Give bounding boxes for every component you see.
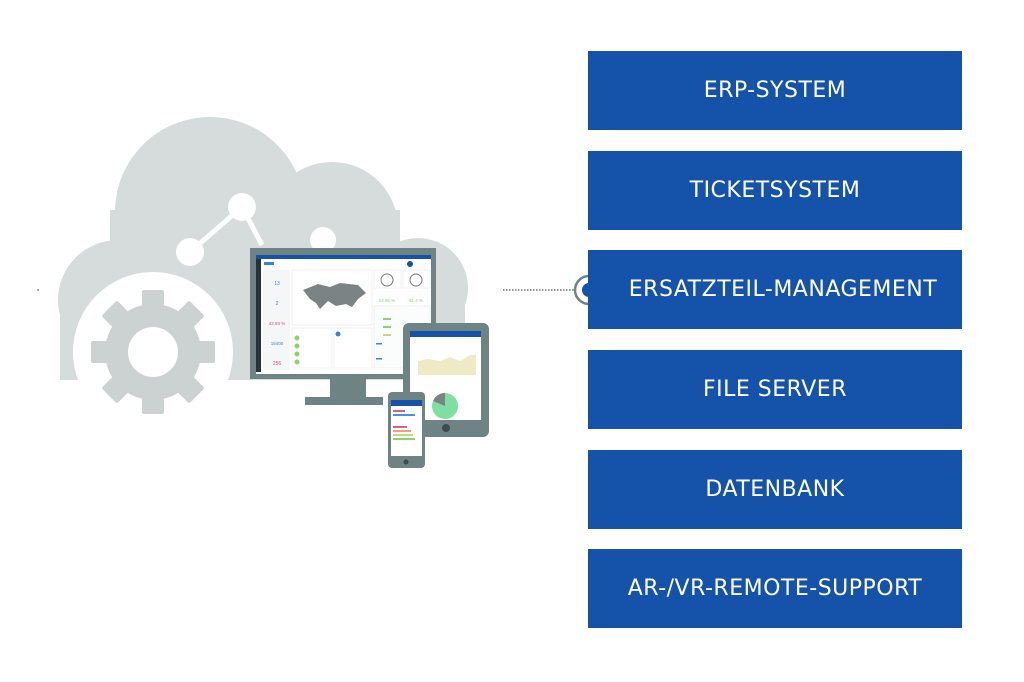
system-box-erp[interactable]: ERP-SYSTEM <box>588 51 962 130</box>
metric-b-value: 81.4 % <box>409 298 423 303</box>
monitor-icon: 13 2 42.93 % 15400 256 14.55 % 81.4 % <box>250 248 436 405</box>
users-value: 15400 <box>271 341 284 346</box>
system-label: ERSATZTEIL-MANAGEMENT <box>628 277 938 302</box>
new-issues-value: 2 <box>276 301 279 307</box>
system-label: FILE SERVER <box>703 377 847 402</box>
dashboard-screenshot: 13 2 42.93 % 15400 256 14.55 % 81.4 % <box>256 255 431 374</box>
sla-value: 42.93 % <box>269 321 286 326</box>
system-box-ersatzteil-management[interactable]: ERSATZTEIL-MANAGEMENT <box>588 250 962 329</box>
gear-icon <box>73 272 233 432</box>
phone-icon <box>388 392 425 468</box>
system-label: DATENBANK <box>705 477 845 502</box>
system-box-ticketsystem[interactable]: TICKETSYSTEM <box>588 151 962 230</box>
critical-issues-value: 13 <box>274 281 280 287</box>
network-nodes-icon <box>176 193 336 266</box>
deleted-value: 256 <box>273 361 282 367</box>
system-box-ar-vr-remote-support[interactable]: AR-/VR-REMOTE-SUPPORT <box>588 549 962 628</box>
system-label: TICKETSYSTEM <box>689 178 861 203</box>
metric-a-value: 14.55 % <box>379 298 396 303</box>
system-label: AR-/VR-REMOTE-SUPPORT <box>627 576 923 601</box>
system-label: ERP-SYSTEM <box>703 78 847 103</box>
system-box-file-server[interactable]: FILE SERVER <box>588 350 962 429</box>
system-box-datenbank[interactable]: DATENBANK <box>588 450 962 529</box>
